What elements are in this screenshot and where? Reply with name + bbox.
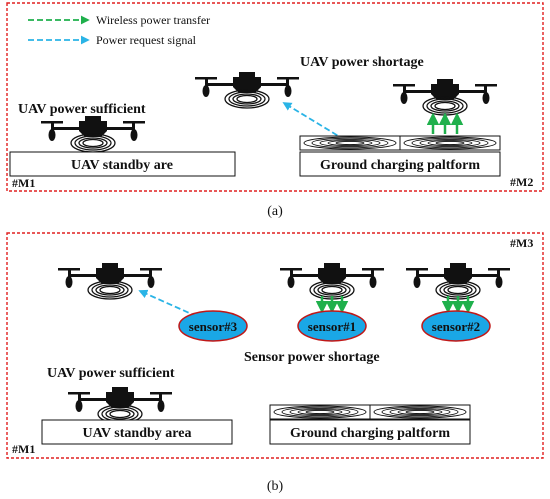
ground-box-label-b: Ground charging paltform: [290, 426, 450, 441]
sensor-node: [421, 310, 491, 342]
charging-pad-icon: [269, 404, 371, 420]
label-uav-power-sufficient-a: UAV power sufficient: [18, 102, 146, 117]
panel-a-border: [6, 2, 544, 192]
label-uav-power-shortage-a: UAV power shortage: [300, 55, 424, 70]
standby-box-a: [9, 151, 236, 177]
drone-icon: [194, 71, 300, 109]
panel-b-border: [6, 232, 544, 459]
ground-box-a: [299, 151, 501, 177]
sensor-node: [297, 310, 367, 342]
sensor-label: sensor#1: [308, 319, 356, 334]
label-sensor-power-shortage: Sensor power shortage: [244, 350, 380, 365]
drone-icon: [392, 78, 498, 116]
drone-icon: [40, 115, 146, 153]
standby-box-label-b: UAV standby area: [83, 426, 192, 441]
marker-m1-b: #M1: [12, 442, 35, 456]
legend-request-label: Power request signal: [96, 33, 197, 47]
caption-b: (b): [267, 479, 284, 494]
drone-icon: [279, 262, 385, 300]
caption-a: (a): [267, 204, 283, 219]
sensor-node: [178, 310, 248, 342]
standby-box-b: [41, 419, 233, 445]
charging-pad-icon: [369, 404, 471, 420]
drone-icon: [405, 262, 511, 300]
request-arrow-a: [282, 102, 346, 141]
sensor-label: sensor#3: [189, 319, 238, 334]
label-uav-power-sufficient-b: UAV power sufficient: [47, 366, 175, 381]
charging-pad-icon: [299, 135, 401, 151]
charging-pad-icon: [399, 135, 501, 151]
marker-m3-b: #M3: [510, 236, 533, 250]
standby-box-label-a: UAV standby are: [71, 158, 173, 173]
marker-m2-a: #M2: [510, 175, 533, 189]
ground-box-b: [269, 419, 471, 445]
marker-m1-a: #M1: [12, 176, 35, 190]
drone-icon: [67, 386, 173, 424]
legend-wireless-label: Wireless power transfer: [96, 13, 210, 27]
sensor-label: sensor#2: [432, 319, 480, 334]
ground-box-label-a: Ground charging paltform: [320, 158, 480, 173]
